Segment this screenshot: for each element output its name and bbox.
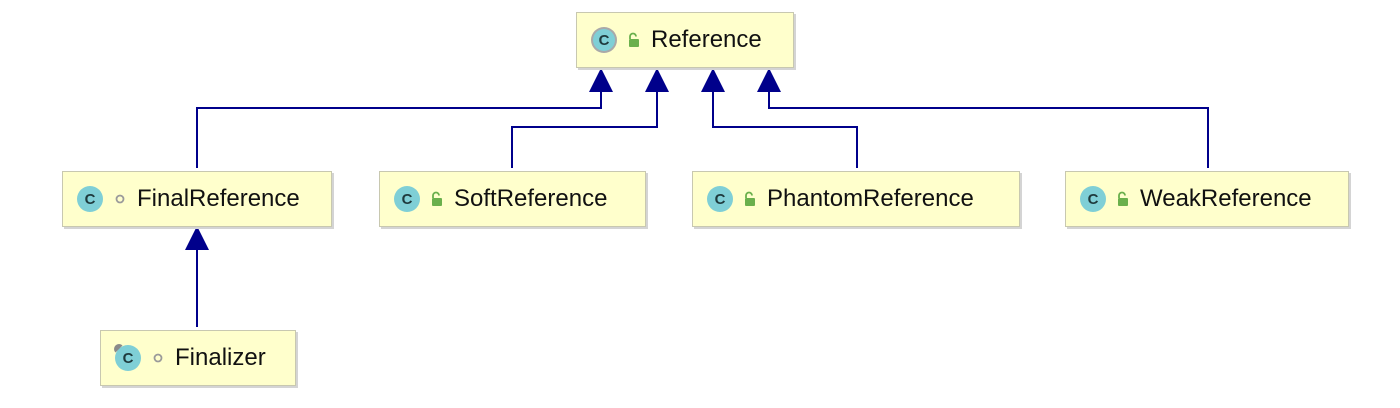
arrowhead-finalizer [185, 226, 209, 250]
package-private-dot-icon [151, 350, 165, 366]
final-class-icon: C [115, 345, 141, 371]
node-label: FinalReference [137, 185, 300, 212]
class-icon: C [77, 186, 103, 212]
node-finalreference[interactable]: C FinalReference [62, 171, 332, 227]
edge-finalreference-to-reference [196, 88, 602, 168]
node-softreference[interactable]: C SoftReference [379, 171, 646, 227]
edge-softreference-to-reference [511, 88, 658, 168]
abstract-class-icon: C [591, 27, 617, 53]
node-label: SoftReference [454, 185, 608, 212]
node-finalizer[interactable]: C Finalizer [100, 330, 296, 386]
arrowhead-phantomreference [701, 68, 725, 92]
node-phantomreference[interactable]: C PhantomReference [692, 171, 1020, 227]
public-lock-icon [1116, 191, 1130, 207]
arrowhead-weakreference [757, 68, 781, 92]
arrowhead-softreference [645, 68, 669, 92]
node-label: PhantomReference [767, 185, 974, 212]
arrowhead-finalreference [589, 68, 613, 92]
public-lock-icon [627, 32, 641, 48]
public-lock-icon [430, 191, 444, 207]
node-label: Reference [651, 26, 762, 53]
class-icon: C [394, 186, 420, 212]
edge-weakreference-to-reference [768, 88, 1209, 168]
public-lock-icon [743, 191, 757, 207]
class-icon: C [707, 186, 733, 212]
package-private-dot-icon [113, 191, 127, 207]
node-weakreference[interactable]: C WeakReference [1065, 171, 1349, 227]
node-label: WeakReference [1140, 185, 1312, 212]
node-reference[interactable]: C Reference [576, 12, 794, 68]
class-icon: C [1080, 186, 1106, 212]
edge-phantomreference-to-reference [712, 88, 858, 168]
node-label: Finalizer [175, 344, 266, 371]
